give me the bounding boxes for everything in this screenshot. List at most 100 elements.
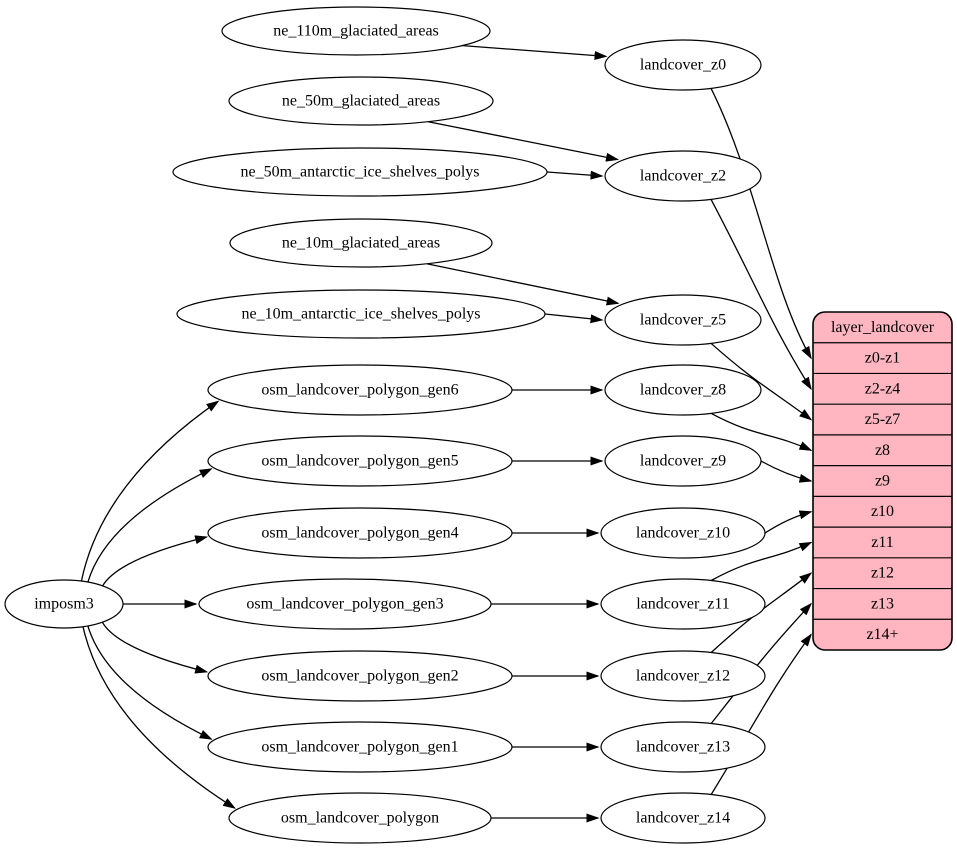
edge-imposm3-osm_landcover_polygon_gen6 bbox=[80, 400, 220, 582]
table-row-label-z11: z11 bbox=[871, 534, 894, 551]
edge-landcover_z9-row-z9 bbox=[760, 460, 813, 483]
node-ne_10m_glaciated_areas: ne_10m_glaciated_areas bbox=[229, 218, 493, 268]
edge-imposm3-osm_landcover_polygon_gen4 bbox=[102, 535, 209, 587]
node-ellipse bbox=[207, 650, 513, 702]
table-row-label-z13: z13 bbox=[871, 595, 894, 612]
edges-layer bbox=[80, 44, 813, 823]
node-osm_landcover_polygon_gen6: osm_landcover_polygon_gen6 bbox=[207, 364, 513, 416]
node-label-landcover_z13: landcover_z13 bbox=[636, 739, 730, 756]
table-row-label-z8: z8 bbox=[875, 442, 890, 459]
node-label-ne_50m_antarctic_ice_shelves_polys: ne_50m_antarctic_ice_shelves_polys bbox=[240, 164, 479, 181]
node-label-osm_landcover_polygon_gen2: osm_landcover_polygon_gen2 bbox=[261, 668, 458, 685]
node-osm_landcover_polygon_gen4: osm_landcover_polygon_gen4 bbox=[207, 507, 513, 559]
node-ne_110m_glaciated_areas: ne_110m_glaciated_areas bbox=[221, 6, 491, 56]
edge-imposm3-osm_landcover_polygon_gen5 bbox=[87, 468, 213, 583]
node-landcover_z10: landcover_z10 bbox=[600, 507, 766, 559]
node-landcover_z11: landcover_z11 bbox=[600, 578, 766, 630]
nodes-layer: imposm3 ne_110m_glaciated_areas ne_50m_gla… bbox=[4, 6, 766, 844]
node-label-imposm3: imposm3 bbox=[34, 596, 94, 613]
edge-ne_10m_glaciated_areas-landcover_z5 bbox=[426, 263, 620, 306]
table-layer_landcover: layer_landcover z0-z1 z2-z4 z5-z7 z8 z9 z10 z11… bbox=[812, 311, 953, 651]
node-ellipse bbox=[600, 650, 766, 702]
node-ellipse bbox=[600, 721, 766, 773]
edge-landcover_z0-row-z0-z1 bbox=[710, 88, 812, 360]
node-ellipse bbox=[221, 6, 491, 56]
node-ellipse bbox=[207, 721, 513, 773]
edge-imposm3-osm_landcover_polygon bbox=[82, 626, 236, 809]
node-landcover_z13: landcover_z13 bbox=[600, 721, 766, 773]
table-layer: layer_landcover z0-z1 z2-z4 z5-z7 z8 z9 z10 z11… bbox=[812, 311, 953, 651]
node-osm_landcover_polygon_gen5: osm_landcover_polygon_gen5 bbox=[207, 435, 513, 487]
node-label-landcover_z11: landcover_z11 bbox=[636, 596, 730, 613]
edge-landcover_z2-row-z2-z4 bbox=[710, 198, 812, 391]
table-row-label-z14+: z14+ bbox=[866, 626, 898, 643]
table-outline bbox=[812, 311, 953, 651]
node-label-landcover_z0: landcover_z0 bbox=[640, 57, 726, 74]
node-label-osm_landcover_polygon_gen5: osm_landcover_polygon_gen5 bbox=[261, 453, 458, 470]
edge-imposm3-osm_landcover_polygon_gen2 bbox=[101, 621, 209, 674]
node-landcover_z5: landcover_z5 bbox=[604, 294, 762, 346]
node-label-landcover_z9: landcover_z9 bbox=[640, 453, 726, 470]
node-label-osm_landcover_polygon_gen6: osm_landcover_polygon_gen6 bbox=[261, 382, 458, 399]
table-title: layer_landcover bbox=[831, 319, 935, 336]
node-label-landcover_z12: landcover_z12 bbox=[636, 668, 730, 685]
node-ellipse bbox=[207, 435, 513, 487]
node-label-landcover_z14: landcover_z14 bbox=[636, 810, 730, 827]
node-landcover_z2: landcover_z2 bbox=[604, 150, 762, 202]
node-osm_landcover_polygon_gen1: osm_landcover_polygon_gen1 bbox=[207, 721, 513, 773]
node-label-landcover_z5: landcover_z5 bbox=[640, 312, 726, 329]
table-row-label-z10: z10 bbox=[871, 503, 894, 520]
table-row-label-z2-z4: z2-z4 bbox=[865, 380, 901, 397]
node-label-osm_landcover_polygon_gen3: osm_landcover_polygon_gen3 bbox=[246, 596, 443, 613]
table-row-label-z5-z7: z5-z7 bbox=[865, 411, 901, 428]
node-ne_50m_antarctic_ice_shelves_polys: ne_50m_antarctic_ice_shelves_polys bbox=[172, 147, 548, 197]
node-label-ne_110m_glaciated_areas: ne_110m_glaciated_areas bbox=[273, 23, 439, 40]
node-ellipse bbox=[604, 364, 762, 416]
node-ellipse bbox=[600, 507, 766, 559]
node-ellipse bbox=[176, 289, 546, 339]
table-row-label-z12: z12 bbox=[871, 565, 894, 582]
node-ellipse bbox=[600, 792, 766, 844]
node-label-osm_landcover_polygon: osm_landcover_polygon bbox=[281, 810, 439, 827]
node-ellipse bbox=[4, 579, 124, 629]
edge-ne_110m_glaciated_areas-landcover_z0 bbox=[462, 44, 608, 61]
node-label-landcover_z2: landcover_z2 bbox=[640, 168, 726, 185]
node-landcover_z14: landcover_z14 bbox=[600, 792, 766, 844]
table-row-label-z0-z1: z0-z1 bbox=[865, 350, 901, 367]
node-label-ne_50m_glaciated_areas: ne_50m_glaciated_areas bbox=[282, 93, 440, 110]
edge-ne_10m_antarctic_ice_shelves_polys-landcover_z5 bbox=[544, 313, 604, 324]
node-ellipse bbox=[604, 435, 762, 487]
node-ellipse bbox=[229, 218, 493, 268]
node-ellipse bbox=[604, 294, 762, 346]
node-ne_10m_antarctic_ice_shelves_polys: ne_10m_antarctic_ice_shelves_polys bbox=[176, 289, 546, 339]
node-ellipse bbox=[207, 364, 513, 416]
node-osm_landcover_polygon_gen2: osm_landcover_polygon_gen2 bbox=[207, 650, 513, 702]
node-landcover_z8: landcover_z8 bbox=[604, 364, 762, 416]
node-label-landcover_z8: landcover_z8 bbox=[640, 382, 726, 399]
node-landcover_z12: landcover_z12 bbox=[600, 650, 766, 702]
edge-ne_50m_antarctic_ice_shelves_polys-landcover_z2 bbox=[546, 170, 604, 180]
node-ellipse bbox=[172, 147, 548, 197]
node-osm_landcover_polygon_gen3: osm_landcover_polygon_gen3 bbox=[198, 578, 492, 630]
edge-landcover_z11-row-z11 bbox=[710, 541, 813, 582]
edge-ne_50m_glaciated_areas-landcover_z2 bbox=[428, 121, 619, 162]
node-label-landcover_z10: landcover_z10 bbox=[636, 525, 730, 542]
node-ellipse bbox=[228, 76, 494, 126]
node-ellipse bbox=[198, 578, 492, 630]
edge-landcover_z14-row-z14+ bbox=[710, 633, 812, 795]
node-landcover_z9: landcover_z9 bbox=[604, 435, 762, 487]
edge-landcover_z13-row-z13 bbox=[710, 602, 813, 724]
node-ellipse bbox=[600, 578, 766, 630]
edge-imposm3-osm_landcover_polygon_gen1 bbox=[87, 625, 213, 740]
node-label-ne_10m_antarctic_ice_shelves_polys: ne_10m_antarctic_ice_shelves_polys bbox=[241, 306, 480, 323]
node-ellipse bbox=[604, 150, 762, 202]
node-osm_landcover_polygon: osm_landcover_polygon bbox=[228, 792, 492, 844]
node-label-ne_10m_glaciated_areas: ne_10m_glaciated_areas bbox=[282, 235, 440, 252]
node-label-osm_landcover_polygon_gen1: osm_landcover_polygon_gen1 bbox=[261, 739, 458, 756]
node-ellipse bbox=[228, 792, 492, 844]
table-row-label-z9: z9 bbox=[875, 473, 890, 490]
node-ellipse bbox=[207, 507, 513, 559]
edge-landcover_z10-row-z10 bbox=[764, 510, 813, 534]
